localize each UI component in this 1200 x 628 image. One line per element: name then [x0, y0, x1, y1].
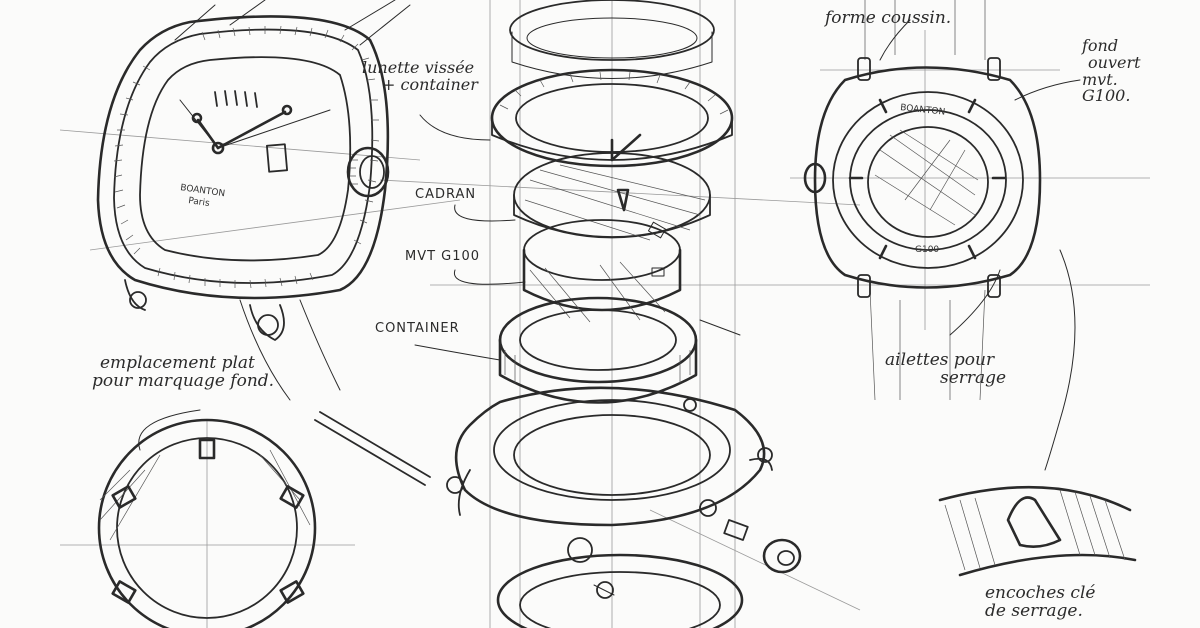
construction-lines: [59, 0, 1150, 628]
annotation-cadran: CADRAN: [415, 187, 477, 202]
watch-three-quarter-view: BOANTON Paris: [96, 0, 411, 401]
notch-detail: [938, 485, 1137, 577]
annotation-ailettes: ailettes pour serrage: [885, 350, 1007, 388]
case-body: [446, 386, 773, 563]
container-ring: [498, 296, 698, 412]
dial-brand-text: BOANTON: [180, 183, 226, 199]
watch-back-view: BOANTON G100: [803, 0, 1076, 471]
annotation-ailettes-line1: ailettes pour: [885, 350, 995, 370]
annotation-encoches-line2: de serrage.: [985, 600, 1083, 621]
annotation-encoches-line1: encoches clé: [985, 583, 1096, 603]
annotation-fond-line1: fond: [1082, 36, 1119, 55]
annotation-emplacement: emplacement plat pour marquage fond.: [92, 353, 275, 391]
annotation-lunette-line2: + container: [382, 74, 478, 94]
annotation-fond-line4: G100.: [1082, 86, 1131, 106]
dial-disc: [513, 133, 711, 241]
annotation-fond: fond ouvert mvt. G100.: [1082, 36, 1141, 106]
spring-bar: [314, 411, 431, 486]
annotation-emplacement-line1: emplacement plat: [100, 353, 255, 373]
caseback-ring-detail: [97, 409, 317, 628]
case-back: [496, 553, 744, 628]
annotation-encoches: encoches clé de serrage.: [985, 583, 1096, 621]
exploded-view: [314, 0, 802, 628]
crystal: [509, 0, 715, 79]
annotation-mvt: MVT G100: [405, 249, 481, 264]
annotation-container: CONTAINER: [375, 321, 460, 336]
annotation-fond-line2: ouvert: [1088, 52, 1141, 72]
dial-brand-sub-text: Paris: [188, 196, 211, 209]
caseback-brand-text: BOANTON: [900, 103, 946, 118]
annotation-ailettes-line2: serrage: [940, 367, 1007, 388]
crown-parts: [593, 519, 802, 599]
annotation-forme: forme coussin.: [825, 8, 952, 28]
annotation-lunette: lunette vissée + container: [362, 58, 478, 94]
annotation-leaders: [414, 19, 1081, 361]
annotation-emplacement-line2: pour marquage fond.: [92, 370, 275, 391]
caseback-mvt-text: G100: [915, 245, 939, 255]
annotation-lunette-line1: lunette vissée: [362, 58, 475, 77]
annotation-fond-line3: mvt.: [1082, 69, 1118, 89]
